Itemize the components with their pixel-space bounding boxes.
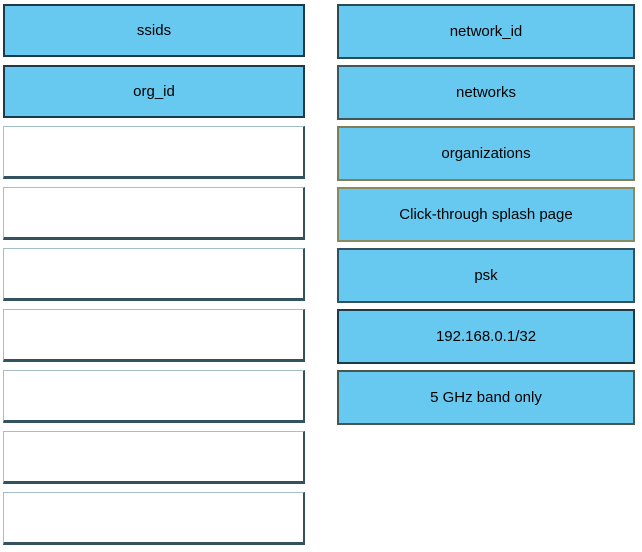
- drag-option[interactable]: Click-through splash page: [337, 187, 635, 242]
- drag-option-label: organizations: [441, 145, 531, 162]
- drop-slot-label: ssids: [136, 22, 172, 39]
- drag-option[interactable]: 5 GHz band only: [337, 370, 635, 425]
- drop-slot-empty[interactable]: [3, 126, 305, 179]
- drop-slot-empty[interactable]: [3, 370, 305, 423]
- drag-option-label: psk: [474, 267, 498, 284]
- drop-slot-label: org_id: [133, 83, 175, 100]
- drag-option[interactable]: organizations: [337, 126, 635, 181]
- drag-option-label: Click-through splash page: [399, 206, 573, 223]
- drag-option-label: networks: [455, 84, 517, 101]
- drag-options-column: network_id networks organizations Click-…: [337, 4, 635, 425]
- answer-targets-column: ssids org_id: [3, 4, 305, 545]
- drop-slot-empty[interactable]: [3, 431, 305, 484]
- drag-option-label: 5 GHz band only: [430, 389, 542, 406]
- drag-option[interactable]: networks: [337, 65, 635, 120]
- drop-slot-empty[interactable]: [3, 187, 305, 240]
- drop-slot-filled[interactable]: ssids: [3, 4, 305, 57]
- drop-slot-filled[interactable]: org_id: [3, 65, 305, 118]
- drop-slot-empty[interactable]: [3, 248, 305, 301]
- drag-option[interactable]: psk: [337, 248, 635, 303]
- drag-option-label: network_id: [449, 23, 523, 40]
- drag-option[interactable]: network_id: [337, 4, 635, 59]
- drag-option[interactable]: 192.168.0.1/32: [337, 309, 635, 364]
- drop-slot-empty[interactable]: [3, 492, 305, 545]
- drop-slot-empty[interactable]: [3, 309, 305, 362]
- drag-option-label: 192.168.0.1/32: [435, 328, 537, 345]
